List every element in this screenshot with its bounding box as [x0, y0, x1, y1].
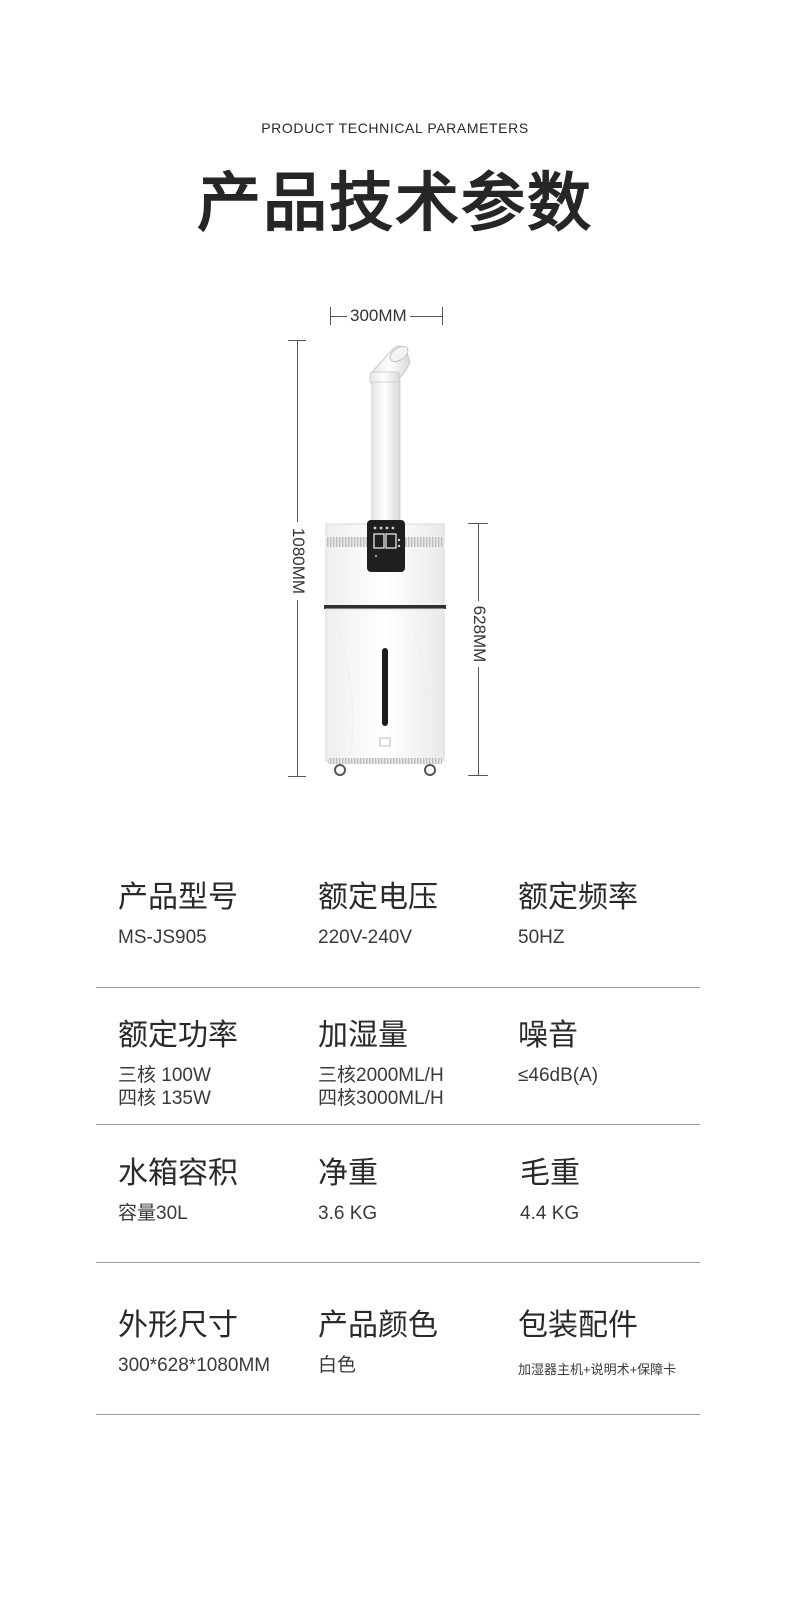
- spec-cell-accessories: 包装配件 加湿器主机+说明术+保障卡: [518, 1308, 676, 1382]
- spec-cell-tank-volume: 水箱容积 容量30L: [118, 1156, 238, 1226]
- height-dimension-label: 1080MM: [286, 522, 310, 600]
- wheel-left: [334, 764, 346, 776]
- spec-label: 加湿量: [318, 1018, 408, 1053]
- width-dimension-label: 300MM: [347, 306, 410, 326]
- spec-value: 三核2000ML/H 四核3000ML/H: [318, 1065, 444, 1109]
- spec-cell-frequency: 额定频率 50HZ: [518, 880, 638, 950]
- spec-cell-humidification: 加湿量 三核2000ML/H 四核3000ML/H: [318, 1018, 444, 1110]
- spec-label: 额定电压: [318, 880, 438, 915]
- divider: [96, 1124, 700, 1125]
- spec-cell-dimensions: 外形尺寸 300*628*1080MM: [118, 1308, 270, 1378]
- spec-cell-model: 产品型号 MS-JS905: [118, 880, 238, 950]
- spec-label: 额定功率: [118, 1018, 238, 1053]
- spec-value: 4.4 KG: [520, 1203, 580, 1224]
- spec-label: 额定频率: [518, 880, 638, 915]
- height-dimension-tick-bottom: [288, 776, 306, 777]
- top-grill: [326, 537, 444, 547]
- base-grill: [328, 758, 442, 764]
- spec-cell-noise: 噪音 ≤46dB(A): [518, 1018, 598, 1088]
- divider: [96, 1262, 700, 1263]
- spec-label: 产品型号: [118, 880, 238, 915]
- control-panel: [367, 520, 405, 572]
- spec-value: ≤46dB(A): [518, 1065, 599, 1086]
- brand-badge: [379, 737, 391, 747]
- spec-label: 包装配件: [518, 1308, 638, 1343]
- spec-label: 水箱容积: [118, 1156, 238, 1191]
- spec-cell-power: 额定功率 三核 100W 四核 135W: [118, 1018, 238, 1110]
- spec-label: 噪音: [518, 1018, 578, 1053]
- spec-label: 产品颜色: [318, 1308, 438, 1343]
- spec-value: MS-JS905: [118, 927, 207, 948]
- spec-value: 3.6 KG: [318, 1203, 378, 1224]
- body-height-dimension-tick-bottom: [468, 775, 488, 776]
- mist-pipe: [371, 381, 401, 525]
- spec-value: 50HZ: [518, 927, 565, 948]
- body-height-dimension-label: 628MM: [467, 601, 491, 667]
- spec-value: 三核 100W 四核 135W: [118, 1065, 211, 1109]
- height-dimension-tick-top: [288, 340, 306, 341]
- divider: [96, 1414, 700, 1415]
- spec-value: 加湿器主机+说明术+保障卡: [518, 1362, 677, 1377]
- divider: [96, 987, 700, 988]
- body-height-dimension-tick-top: [468, 523, 488, 524]
- spec-cell-net-weight: 净重 3.6 KG: [318, 1156, 378, 1226]
- spec-cell-voltage: 额定电压 220V-240V: [318, 880, 438, 950]
- width-dimension-tick-left: [330, 307, 331, 325]
- spec-cell-gross-weight: 毛重 4.4 KG: [520, 1156, 580, 1226]
- page-subtitle: PRODUCT TECHNICAL PARAMETERS: [261, 120, 529, 136]
- spec-label: 净重: [318, 1156, 378, 1191]
- water-level-window: [382, 648, 388, 726]
- width-dimension-tick-right: [442, 307, 443, 325]
- spec-label: 毛重: [520, 1156, 580, 1191]
- mist-nozzle: [369, 345, 411, 385]
- wheel-right: [424, 764, 436, 776]
- spec-cell-color: 产品颜色 白色: [318, 1308, 438, 1378]
- spec-value: 容量30L: [118, 1203, 188, 1224]
- page-title: 产品技术参数: [197, 167, 593, 241]
- spec-value: 220V-240V: [318, 927, 413, 948]
- spec-label: 外形尺寸: [118, 1308, 238, 1343]
- spec-value: 白色: [318, 1355, 357, 1376]
- spec-value: 300*628*1080MM: [118, 1355, 271, 1376]
